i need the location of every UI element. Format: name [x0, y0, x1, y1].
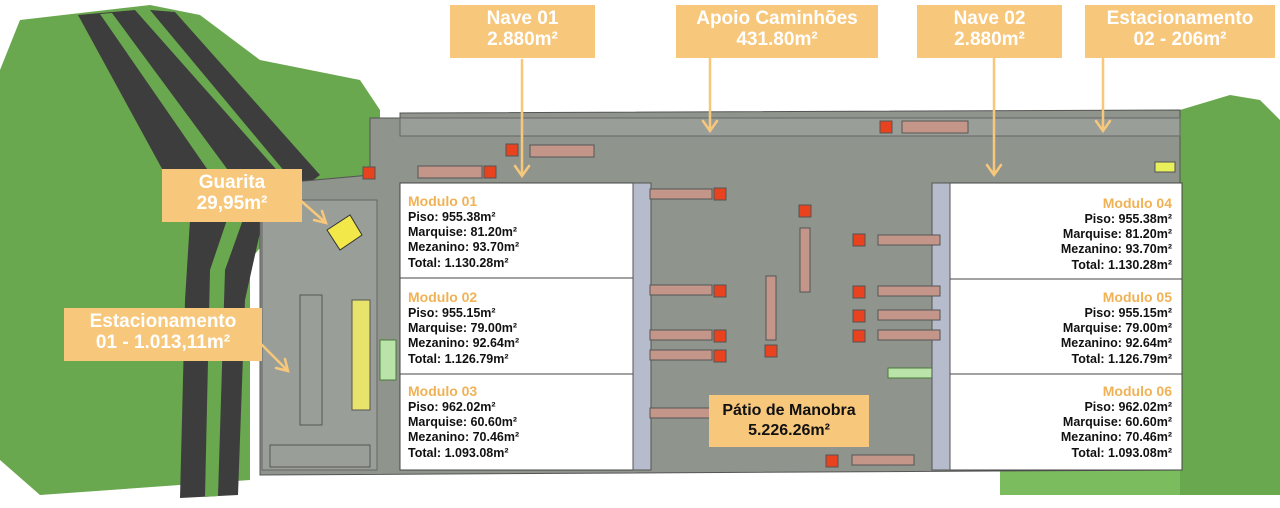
- module-total: Total: 1.093.08m²: [408, 445, 509, 460]
- module-mezanino: Mezanino: 70.46m²: [408, 430, 520, 445]
- callout-estacionamento-01: Estacionamento 01 - 1.013,11m²: [64, 308, 262, 361]
- module-marquise: Marquise: 79.00m²: [408, 321, 518, 336]
- module-02: Modulo 02 Piso: 955.15m² Marquise: 79.00…: [408, 289, 519, 367]
- callout-guarita: Guarita 29,95m²: [162, 169, 302, 222]
- module-mezanino: Mezanino: 92.64m²: [408, 336, 520, 351]
- nave-01-building: [399, 182, 634, 471]
- callout-estac02-area: 02 - 206m²: [1133, 28, 1227, 50]
- module-01: Modulo 01 Piso: 955.38m² Marquise: 81.20…: [408, 193, 519, 271]
- module-piso: Piso: 955.38m²: [1084, 212, 1172, 226]
- callout-apoio-title: Apoio Caminhões: [696, 8, 858, 29]
- truck-cabs: [362, 120, 893, 468]
- module-marquise: Marquise: 81.20m²: [1062, 227, 1172, 242]
- guarita-building: [326, 214, 363, 251]
- module-marquise: Marquise: 81.20m²: [408, 225, 518, 240]
- callout-patio-area: 5.226.26m²: [748, 422, 830, 439]
- module-piso: Piso: 955.15m²: [1084, 306, 1172, 320]
- module-piso: Piso: 955.15m²: [408, 306, 496, 320]
- module-06: Modulo 06 Piso: 962.02m² Marquise: 60.60…: [1061, 383, 1172, 461]
- callout-nave-02-area: 2.880m²: [954, 28, 1025, 50]
- callout-estac01-title: Estacionamento: [89, 311, 237, 332]
- callout-patio-title: Pátio de Manobra: [722, 402, 856, 419]
- trucks: [417, 120, 969, 466]
- module-marquise: Marquise: 60.60m²: [408, 415, 518, 430]
- callout-apoio-caminhoes: Apoio Caminhões 431.80m²: [676, 5, 878, 58]
- module-title: Modulo 02: [408, 289, 478, 305]
- module-title: Modulo 04: [1102, 195, 1172, 211]
- callout-patio-de-manobra: Pátio de Manobra 5.226.26m²: [709, 395, 869, 447]
- module-total: Total: 1.126.79m²: [408, 351, 509, 366]
- callout-estac02-title: Estacionamento: [1106, 8, 1254, 29]
- callout-estacionamento-02: Estacionamento 02 - 206m²: [1085, 5, 1275, 58]
- callout-estac01-area: 01 - 1.013,11m²: [95, 331, 231, 353]
- module-total: Total: 1.126.79m²: [1071, 351, 1172, 366]
- module-piso: Piso: 962.02m²: [408, 400, 496, 414]
- module-mezanino: Mezanino: 93.70m²: [408, 240, 520, 255]
- callout-nave-01: Nave 01 2.880m²: [450, 5, 595, 58]
- module-03: Modulo 03 Piso: 962.02m² Marquise: 60.60…: [408, 383, 519, 461]
- module-mezanino: Mezanino: 70.46m²: [1060, 430, 1172, 445]
- module-title: Modulo 05: [1102, 289, 1172, 305]
- highway: [78, 10, 290, 498]
- apoio-strip: [399, 117, 1181, 137]
- module-mezanino: Mezanino: 92.64m²: [1060, 336, 1172, 351]
- module-marquise: Marquise: 60.60m²: [1062, 415, 1172, 430]
- callout-apoio-area: 431.80m²: [736, 28, 818, 50]
- callout-arrows: [260, 56, 1112, 373]
- callout-nave-01-title: Nave 01: [486, 8, 559, 29]
- callout-nave-02: Nave 02 2.880m²: [917, 5, 1062, 58]
- callout-nave-02-title: Nave 02: [953, 8, 1026, 29]
- module-total: Total: 1.093.08m²: [1071, 445, 1172, 460]
- callout-guarita-area: 29,95m²: [196, 192, 268, 214]
- module-piso: Piso: 962.02m²: [1084, 400, 1172, 414]
- module-piso: Piso: 955.38m²: [408, 210, 496, 224]
- callout-nave-01-area: 2.880m²: [487, 28, 558, 50]
- module-total: Total: 1.130.28m²: [408, 255, 509, 270]
- module-title: Modulo 06: [1102, 383, 1172, 399]
- nave-02-building: [949, 182, 1183, 471]
- module-mezanino: Mezanino: 93.70m²: [1060, 242, 1172, 257]
- callout-guarita-title: Guarita: [198, 172, 266, 193]
- module-04: Modulo 04 Piso: 955.38m² Marquise: 81.20…: [1061, 195, 1172, 273]
- module-marquise: Marquise: 79.00m²: [1062, 321, 1172, 336]
- right-terrain: [1180, 95, 1280, 495]
- module-title: Modulo 01: [408, 193, 478, 209]
- module-title: Modulo 03: [408, 383, 478, 399]
- module-total: Total: 1.130.28m²: [1071, 257, 1172, 272]
- module-05: Modulo 05 Piso: 955.15m² Marquise: 79.00…: [1061, 289, 1172, 367]
